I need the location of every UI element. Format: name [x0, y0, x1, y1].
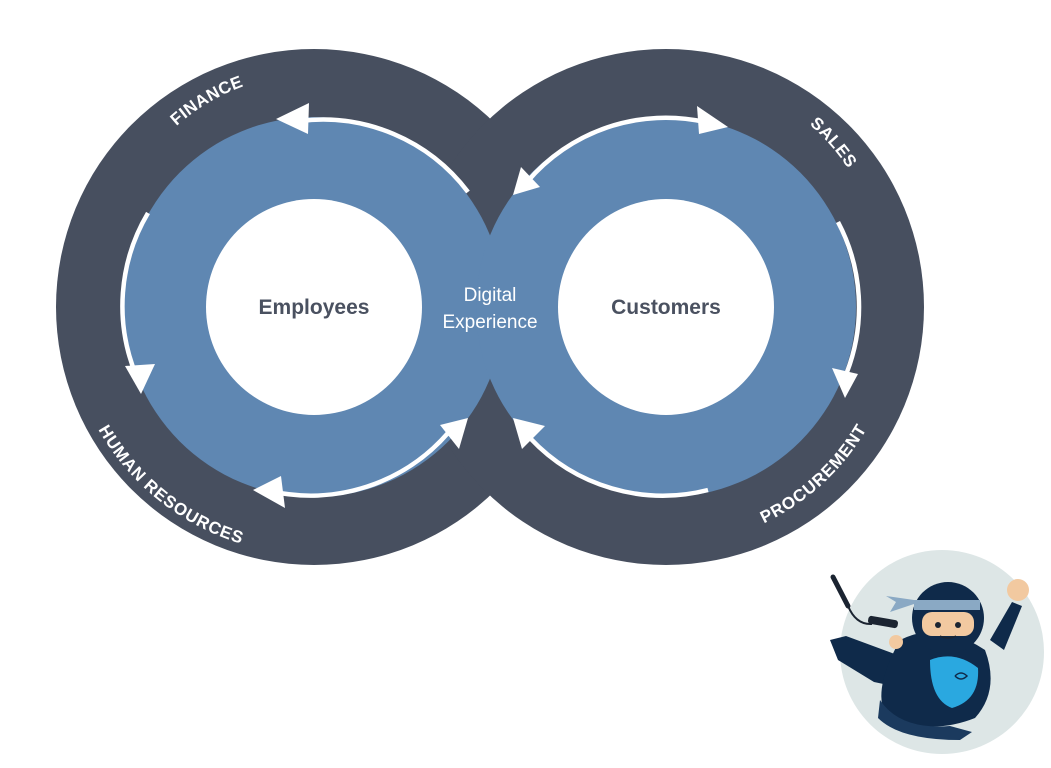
flow-arc-top-right [525, 115, 706, 184]
center-label-line1: Digital [464, 285, 517, 306]
ninja-mascot-icon [830, 550, 1044, 754]
arrowhead-sales [697, 106, 728, 134]
flow-arc-bottom-left [269, 431, 450, 498]
arrowhead-center-left [440, 418, 468, 449]
arrowhead-procurement [832, 368, 858, 398]
flow-arc-bottom-right [528, 436, 709, 498]
center-label-line2: Experience [442, 312, 537, 333]
employees-hub [206, 199, 422, 415]
arrowhead-bottom-left [253, 476, 285, 508]
arrowhead-finance [276, 103, 309, 134]
arrowhead-hr [125, 364, 155, 394]
arrowhead-bottom-right [513, 418, 545, 449]
customers-hub [558, 199, 774, 415]
employees-label: Employees [259, 296, 370, 319]
flow-arrows [120, 115, 862, 498]
flow-arc-right [836, 220, 862, 373]
customers-label: Customers [611, 296, 721, 319]
arrowhead-center-right [513, 167, 540, 195]
arrowheads [125, 103, 858, 508]
flow-arc-top-left [299, 117, 470, 194]
flow-arc-left [120, 211, 150, 376]
